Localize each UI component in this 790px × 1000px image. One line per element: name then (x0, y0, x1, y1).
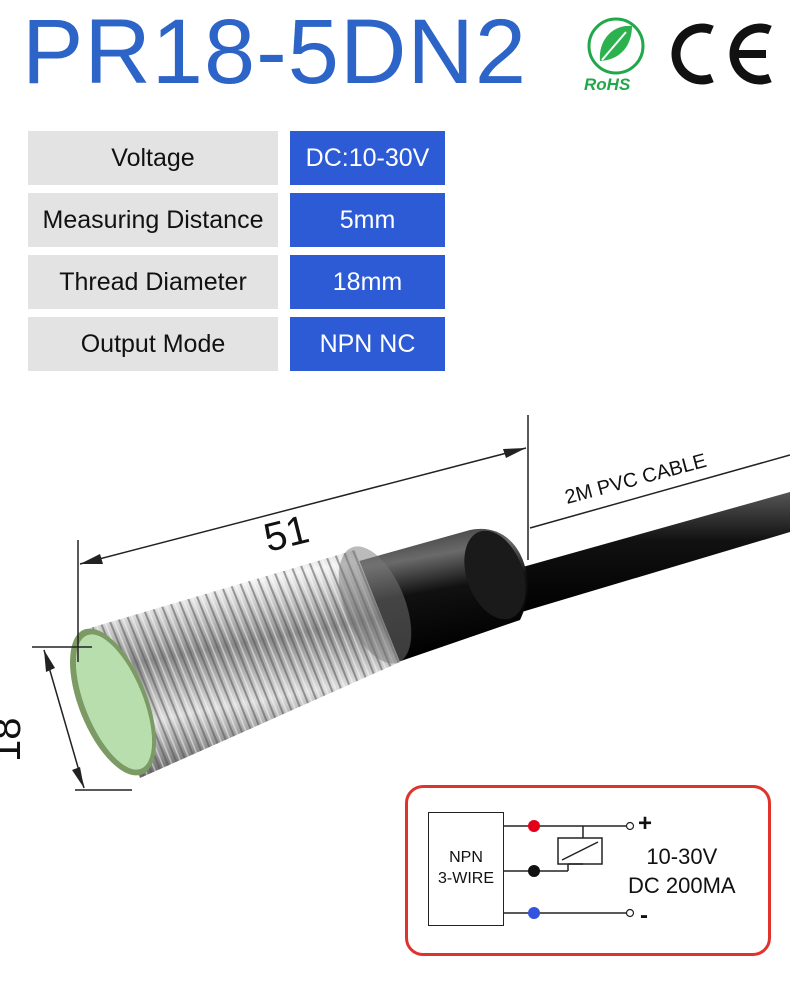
current-label: DC 200MA (628, 872, 736, 898)
spec-label: Output Mode (28, 317, 278, 371)
npn-line2: 3-WIRE (438, 870, 494, 887)
wiring-lines (503, 820, 635, 919)
ce-logo (671, 23, 772, 85)
product-title: PR18-5DN2 (22, 1, 527, 103)
spec-label: Measuring Distance (28, 193, 278, 247)
relay-icon (557, 837, 603, 865)
rohs-logo: RoHS (584, 17, 645, 94)
sensor-face (75, 634, 153, 770)
spec-value: 18mm (290, 255, 445, 309)
diameter-dimension: 18 (0, 646, 132, 791)
cable-label: 2M PVC CABLE (563, 450, 709, 509)
minus-label: - (640, 902, 648, 929)
negative-terminal (528, 907, 540, 919)
spec-value: NPN NC (290, 317, 445, 371)
npn-module: NPN 3-WIRE (428, 812, 504, 926)
diameter-label: 18 (0, 718, 29, 763)
rohs-text: RoHS (584, 75, 631, 94)
cert-logos: RoHS (584, 17, 772, 94)
spec-label: Voltage (28, 131, 278, 185)
length-label: 51 (260, 507, 314, 560)
plus-label: + (638, 810, 653, 837)
spec-value: DC:10-30V (290, 131, 445, 185)
spec-value: 5mm (290, 193, 445, 247)
cable (505, 492, 790, 614)
output-terminal (528, 865, 540, 877)
voltage-label: 10-30V (646, 844, 718, 869)
sensor-body (90, 546, 412, 778)
supply-rating: 10-30V DC 200MA (628, 843, 736, 900)
sensor-drawing: 51 18 2M PVC CABLE (0, 415, 790, 791)
length-dimension: 51 (77, 415, 529, 662)
wiring-diagram: NPN 3-WIRE + - 10-30V DC 200MA (405, 785, 771, 956)
npn-line1: NPN (449, 849, 483, 867)
spec-label: Thread Diameter (28, 255, 278, 309)
positive-terminal (528, 820, 540, 832)
